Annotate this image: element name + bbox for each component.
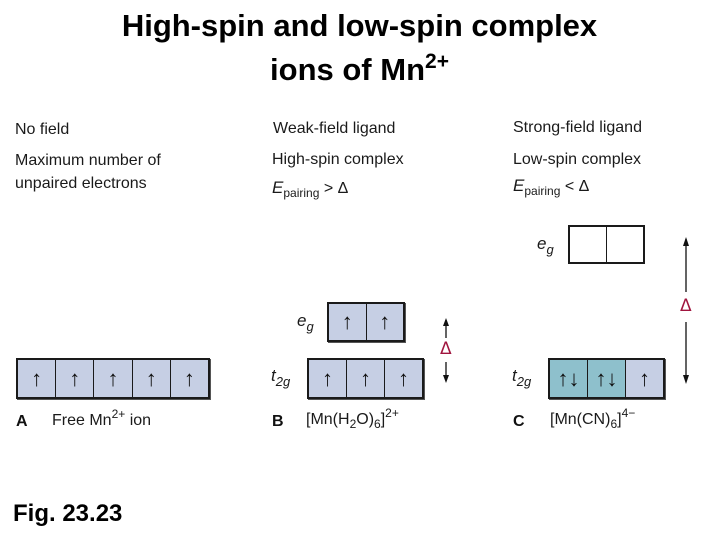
panel-a-field-label: No field (15, 121, 70, 138)
panel-a-desc-line1: Maximum number of (15, 152, 161, 169)
panel-b-delta: Δ (440, 339, 452, 359)
orbital-box: ↑ (18, 360, 57, 397)
panel-b-spin-label: High-spin complex (272, 151, 404, 168)
orbital-box-paired: ↑↓ (588, 360, 626, 397)
panel-b-eg-label: eg (297, 311, 314, 334)
orbital-box: ↑ (347, 360, 385, 397)
caption-text: Free Mn (52, 412, 112, 429)
panel-c-spin-label: Low-spin complex (513, 151, 642, 168)
caption-charge: 2+ (111, 407, 126, 421)
panel-c-eg-orbitals (568, 225, 645, 264)
condition-relation: < Δ (560, 178, 590, 195)
panel-c-letter: C (513, 413, 525, 430)
orbital-box: ↑ (626, 360, 663, 397)
panel-c-caption: [Mn(CN)6]4− (550, 406, 636, 431)
panel-b-eg-orbitals: ↑ ↑ (327, 302, 405, 342)
title-text: ions of Mn (270, 52, 426, 87)
panel-a-caption: Free Mn2+ ion (52, 408, 152, 431)
panel-a-letter: A (16, 413, 28, 430)
orbital-box-empty (570, 227, 607, 262)
panel-b-splitting-arrow-icon (443, 318, 449, 383)
panel-c-t2g-orbitals: ↑↓ ↑↓ ↑ (548, 358, 665, 399)
orbital-box: ↑ (329, 304, 367, 340)
panel-b-t2g-label: t2g (271, 366, 291, 389)
panel-b-condition: Epairing > Δ (272, 178, 348, 199)
panel-c-condition: Epairing < Δ (513, 176, 589, 197)
panel-c-eg-label: eg (537, 234, 554, 257)
panel-b-caption: [Mn(H2O)6]2+ (306, 406, 399, 431)
panel-b-field-label: Weak-field ligand (273, 120, 396, 137)
panel-c-delta: Δ (680, 296, 692, 316)
energy-subscript: pairing (524, 184, 561, 198)
energy-subscript: pairing (283, 186, 320, 200)
page-title-line2: ions of Mn2+ (0, 50, 719, 88)
free-ion-d-orbitals: ↑ ↑ ↑ ↑ ↑ (16, 358, 210, 399)
panel-c-splitting-arrow-icon (683, 237, 689, 384)
panel-c-t2g-label: t2g (512, 366, 532, 389)
orbital-box: ↑ (132, 360, 171, 397)
panel-b-t2g-orbitals: ↑ ↑ ↑ (307, 358, 424, 399)
orbital-box: ↑ (309, 360, 347, 397)
orbital-box: ↑ (170, 360, 209, 397)
orbital-box: ↑ (56, 360, 95, 397)
energy-symbol: E (272, 178, 284, 197)
figure-label: Fig. 23.23 (13, 500, 123, 527)
orbital-box-paired: ↑↓ (550, 360, 588, 397)
page-title: High-spin and low-spin complex (121, 8, 598, 43)
condition-relation: > Δ (319, 180, 349, 197)
orbital-box: ↑ (366, 304, 403, 340)
caption-tail: ion (125, 412, 152, 429)
title-charge: 2+ (425, 50, 449, 73)
orbital-box: ↑ (385, 360, 422, 397)
orbital-box: ↑ (94, 360, 133, 397)
panel-a-desc-line2: unpaired electrons (15, 175, 147, 192)
panel-c-field-label: Strong-field ligand (513, 119, 642, 136)
panel-b-letter: B (272, 413, 284, 430)
energy-symbol: E (513, 176, 525, 195)
orbital-box-empty (607, 227, 643, 262)
